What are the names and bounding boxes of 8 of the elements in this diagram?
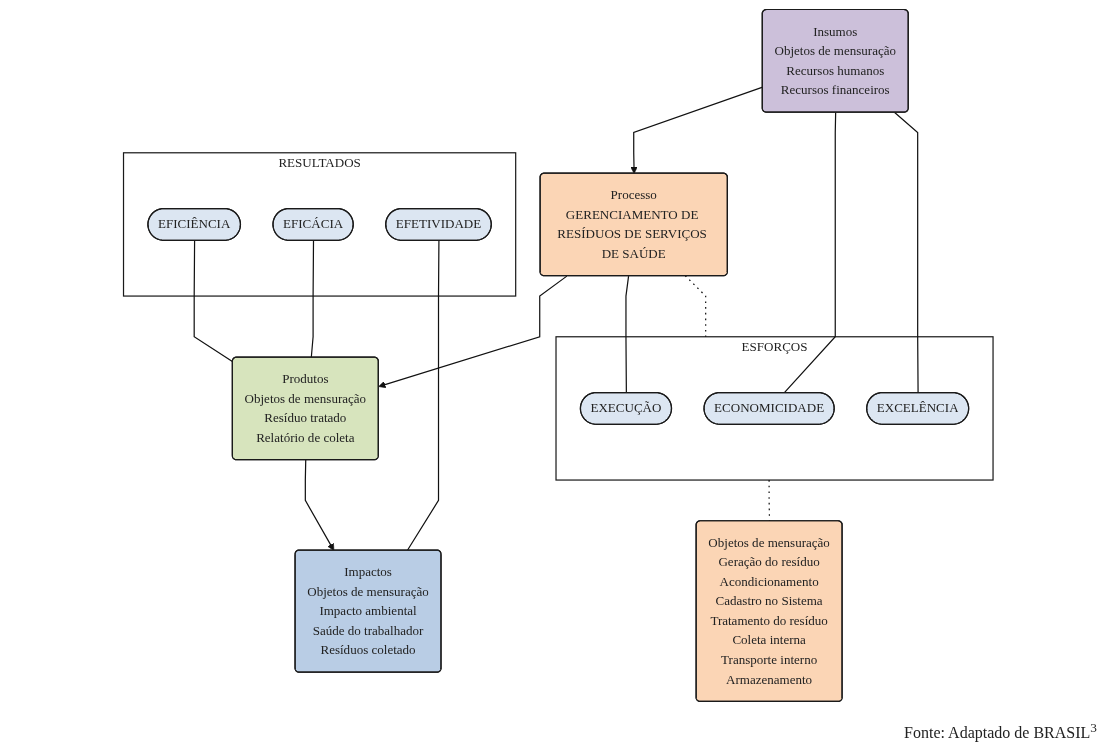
arrow — [378, 275, 568, 388]
connector — [894, 111, 919, 394]
caption: Fonte: Adaptado de BRASIL$^{3}$ — [904, 719, 1097, 742]
arrow — [304, 459, 335, 551]
connector — [310, 239, 315, 358]
connector — [406, 239, 440, 551]
connector — [625, 275, 630, 394]
connector — [783, 111, 837, 394]
